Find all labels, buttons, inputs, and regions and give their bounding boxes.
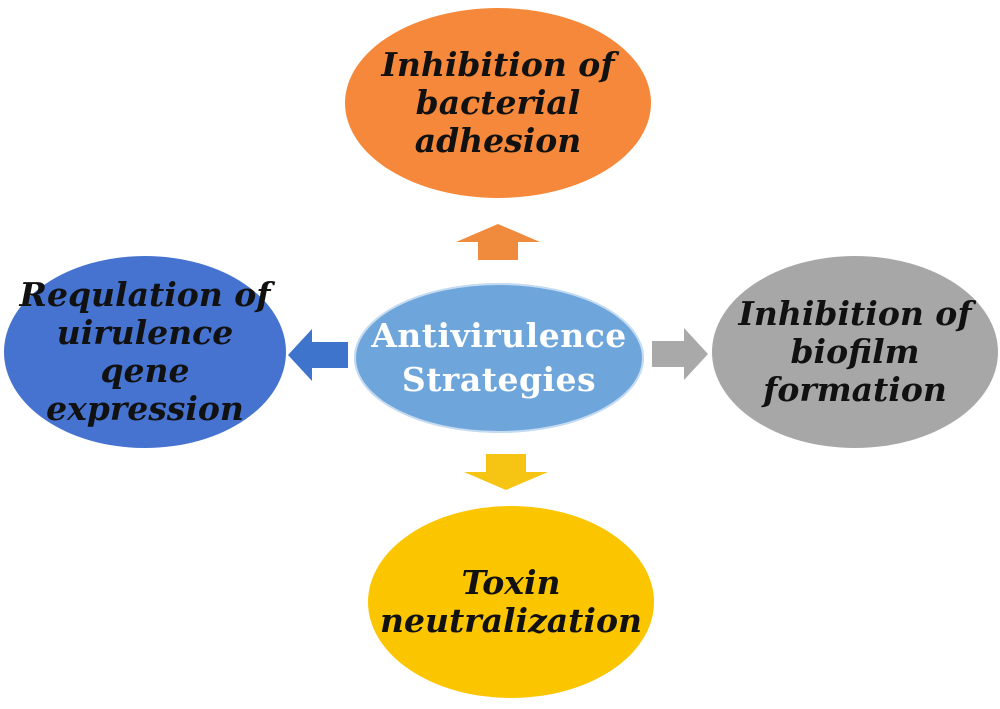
arrow-left-icon — [288, 329, 348, 381]
arrow-right-icon — [652, 328, 708, 380]
node-right-line-3: formation — [763, 370, 947, 409]
node-antivirulence-strategies: Antivirulence Strategies — [354, 283, 644, 433]
node-inhibition-of-bacterial-adhesion: Inhibition of bacterial adhesion — [345, 8, 651, 198]
node-top-line-2: bacterial — [415, 83, 581, 122]
center-line-2: Strategies — [401, 360, 597, 399]
node-top-line-3: adhesion — [414, 121, 582, 160]
arrow-left-shape — [288, 329, 348, 381]
node-toxin-neutralization: Toxin neutralization — [368, 506, 654, 698]
node-left-line-4: expression — [46, 389, 244, 428]
node-bottom-line-1: Toxin — [461, 563, 561, 602]
node-left-line-1: Requlation of — [19, 275, 271, 314]
node-regulation-of-virulence-gene-expression: Requlation of uirulence qene expression — [4, 256, 286, 448]
node-left-line-3: qene — [100, 351, 190, 390]
node-bottom-line-2: neutralization — [380, 601, 642, 640]
arrow-down-shape — [464, 454, 548, 490]
node-right-line-1: Inhibition of — [738, 294, 972, 333]
node-right-line-2: biofilm — [790, 332, 920, 371]
arrow-up-icon — [456, 224, 540, 260]
node-inhibition-of-biofilm-formation: Inhibition of biofilm formation — [712, 256, 998, 448]
arrow-down-icon — [464, 454, 548, 490]
center-line-1: Antivirulence — [371, 316, 627, 355]
arrow-up-shape — [456, 224, 540, 260]
node-left-line-2: uirulence — [56, 313, 234, 352]
arrow-right-shape — [652, 328, 708, 380]
node-top-line-1: Inhibition of — [381, 45, 615, 84]
